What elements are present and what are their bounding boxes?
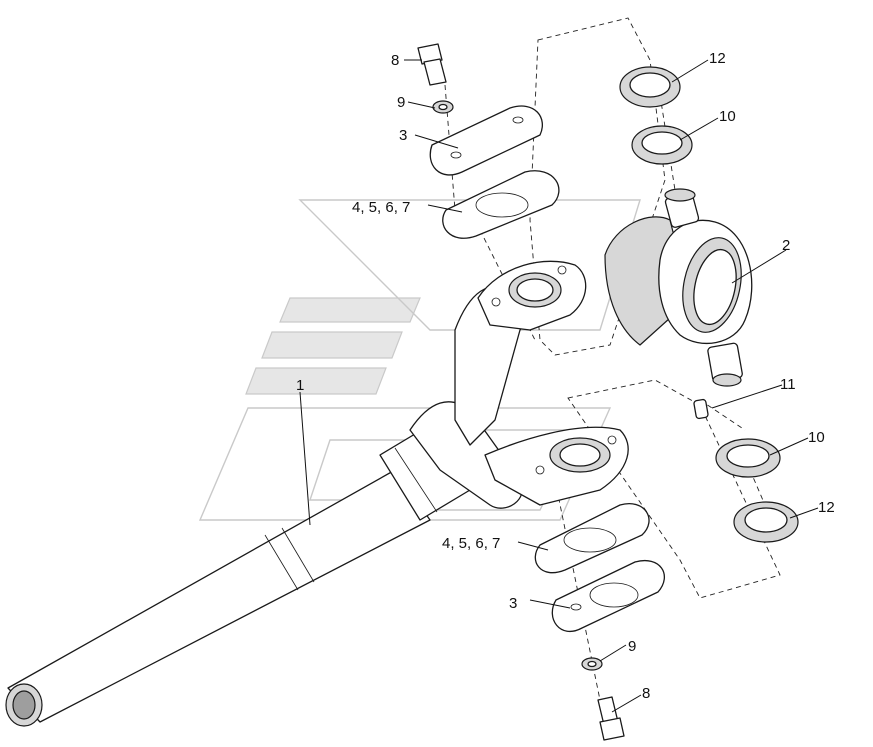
upper-dashed-outline bbox=[529, 17, 666, 356]
axle-tube bbox=[5, 424, 471, 727]
lower-cover-plate bbox=[551, 559, 665, 633]
callout-4567-bottom: 4, 5, 6, 7 bbox=[442, 535, 500, 552]
lower-seal-12 bbox=[733, 501, 799, 543]
steering-knuckle-arm bbox=[409, 260, 629, 509]
callout-12-bottom: 12 bbox=[818, 499, 835, 516]
lower-seal-10 bbox=[715, 438, 781, 478]
callout-3-top: 3 bbox=[399, 127, 407, 144]
kingpin-housing bbox=[604, 188, 753, 387]
lower-shim bbox=[534, 503, 650, 574]
callout-12-top: 12 bbox=[709, 50, 726, 67]
callout-10-bottom: 10 bbox=[808, 429, 825, 446]
callout-10-top: 10 bbox=[719, 108, 736, 125]
grease-nipple bbox=[693, 398, 709, 420]
callout-8-top: 8 bbox=[391, 52, 399, 69]
callout-9-top: 9 bbox=[397, 94, 405, 111]
callout-11: 11 bbox=[780, 376, 796, 393]
callout-8-bottom: 8 bbox=[642, 685, 650, 702]
upper-seal-10 bbox=[631, 125, 693, 165]
upper-cover-plate bbox=[429, 105, 543, 176]
lower-washer bbox=[581, 657, 603, 671]
callout-9-bottom: 9 bbox=[628, 638, 636, 655]
callout-3-bottom: 3 bbox=[509, 595, 517, 612]
callout-4567-top: 4, 5, 6, 7 bbox=[352, 199, 410, 216]
upper-seal-12 bbox=[619, 66, 681, 108]
lower-dashed-outline bbox=[567, 379, 781, 599]
callout-1: 1 bbox=[296, 377, 304, 394]
leader-lines bbox=[299, 59, 819, 713]
upper-washer bbox=[432, 100, 454, 114]
lower-bolt bbox=[597, 696, 625, 741]
upper-bolt bbox=[417, 43, 447, 86]
watermark-logo bbox=[198, 199, 641, 521]
upper-shim bbox=[442, 170, 560, 239]
callout-2: 2 bbox=[782, 237, 790, 254]
